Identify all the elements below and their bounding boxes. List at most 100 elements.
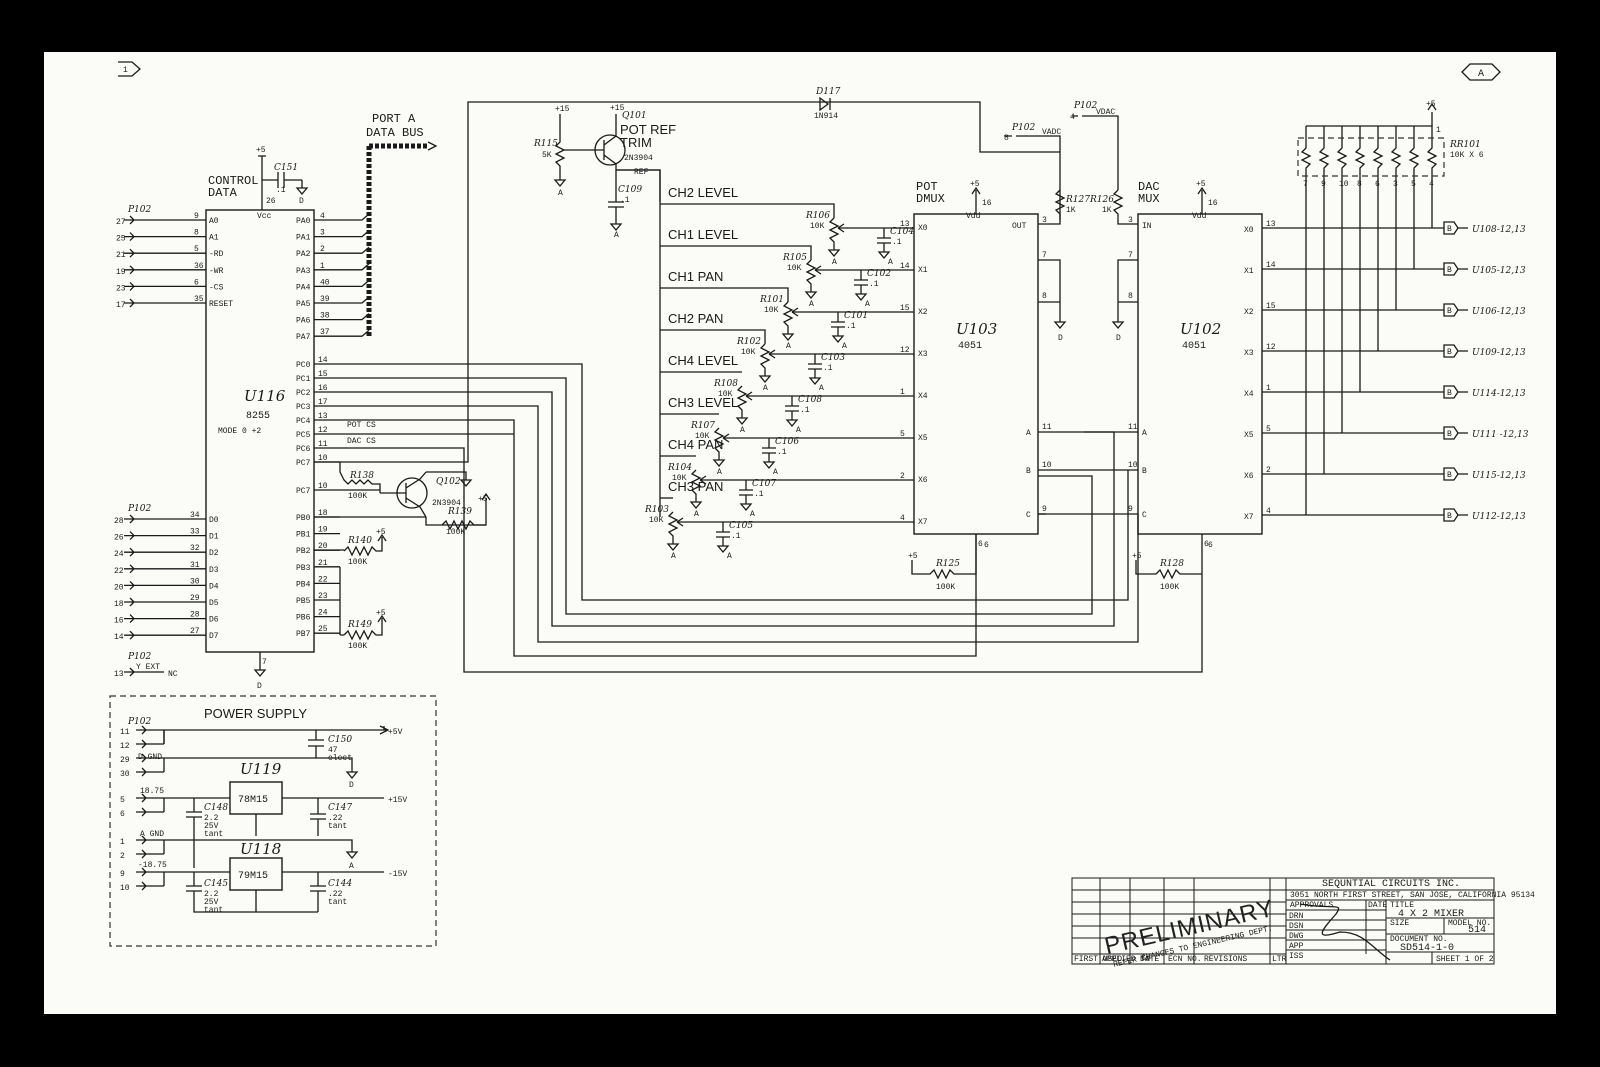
chip-pin-number: 36: [194, 262, 204, 271]
ground-label: A: [819, 384, 824, 393]
svg-text:2N3904: 2N3904: [432, 499, 461, 508]
ground-label: A: [763, 384, 768, 393]
wiper-wire: [837, 223, 914, 233]
chip-pin-number: 33: [190, 528, 200, 537]
svg-text:RR101: RR101: [1449, 140, 1481, 150]
buffer-marker: B: [1447, 307, 1452, 316]
pin-name: X1: [1244, 267, 1254, 276]
ground-label: A: [671, 552, 676, 561]
chip-pin-number: 35: [194, 295, 204, 304]
buffer-marker: B: [1447, 389, 1452, 398]
chip-pin-number: 1: [320, 262, 325, 271]
ps-input-wire: [136, 807, 164, 817]
chip-pin-number: 34: [190, 511, 200, 520]
svg-text:+5: +5: [908, 552, 918, 561]
chip-pin-number: 3: [320, 229, 325, 238]
chip-pin-number: 18: [318, 509, 328, 518]
dac-destination-label: U112-12,13: [1472, 512, 1526, 522]
r138-resistor: R138 100K: [314, 461, 381, 501]
r139-resistor: R139 100K +5: [314, 492, 491, 537]
pin-name: PB3: [296, 564, 311, 573]
y-ext-label: Y EXT: [136, 663, 160, 672]
chip-pin-number: 25: [318, 625, 328, 634]
svg-text:POWER SUPPLY: POWER SUPPLY: [204, 706, 307, 721]
vadc-vdac-network: P102 VADC 8 P102 VDAC 4 R127 1K R126 1K …: [1004, 101, 1138, 225]
pin-name: X6: [918, 476, 928, 485]
connector-pin-number: 27: [116, 218, 126, 227]
pot-resistor-label: R101: [759, 295, 784, 305]
c151-capacitor: C151 .1 +5 D: [256, 146, 309, 210]
ground-label: D: [1116, 334, 1121, 343]
svg-text:1K: 1K: [1066, 206, 1076, 215]
dac-destination-label: U106-12,13: [1472, 307, 1526, 317]
pin-name: X0: [1244, 226, 1254, 235]
svg-text:.22: .22: [328, 814, 343, 823]
pin-name: PA0: [296, 217, 311, 226]
connector-pin-number: 24: [114, 550, 124, 559]
svg-text:78M15: 78M15: [238, 795, 268, 806]
ground-label: A: [796, 426, 801, 435]
chip-pin-number: 23: [318, 592, 328, 601]
pin-name: A: [1026, 429, 1031, 438]
svg-text:1: 1: [123, 66, 128, 75]
svg-text:Vdd: Vdd: [966, 212, 981, 221]
pin-name: D4: [209, 582, 219, 591]
svg-text:+5: +5: [970, 180, 980, 189]
channel-label: CH3 LEVEL: [668, 395, 738, 410]
chip-pin-number: 8: [194, 229, 199, 238]
pot-resistor-value: 10K: [672, 474, 687, 483]
svg-text:+5: +5: [1132, 552, 1142, 561]
u102-pin78-wire: [1111, 259, 1138, 330]
svg-text:18.75: 18.75: [140, 787, 164, 796]
pin-name: C: [1142, 511, 1147, 520]
ground-label: A: [773, 468, 778, 477]
connector-pin-number: 10: [120, 884, 130, 893]
pot-resistor-value: 10K: [718, 390, 733, 399]
dac-destination-label: U108-12,13: [1472, 225, 1526, 235]
chip-pin-number: 21: [318, 559, 328, 568]
signature-scribble: [1299, 903, 1391, 961]
svg-text:C147: C147: [328, 803, 352, 813]
wiper-wire: [791, 307, 914, 317]
svg-text:16: 16: [982, 199, 992, 208]
capacitor-value: .1: [800, 406, 810, 415]
dac-output-wire: [1262, 262, 1468, 276]
dac-destination-label: U114-12,13: [1472, 389, 1526, 399]
pot-resistor: [781, 301, 795, 342]
pa-bus-wire: [314, 313, 370, 321]
svg-text:FIRST USED: FIRST USED: [1074, 955, 1122, 964]
svg-text:P102: P102: [127, 717, 152, 727]
connector-pin-number: 28: [114, 517, 124, 526]
nc-label: NC: [168, 670, 178, 679]
cs-resistors: +5 R125 100K +5 R128 100K 6 6: [908, 534, 1213, 592]
channel-label: CH4 PAN: [668, 437, 723, 452]
filter-capacitor: [808, 354, 822, 386]
svg-text:U119: U119: [240, 760, 282, 778]
svg-text:100K: 100K: [348, 492, 367, 501]
svg-text:Q102: Q102: [436, 477, 461, 487]
svg-text:.1: .1: [620, 196, 630, 205]
chip-pin-number: 12: [318, 426, 328, 435]
capacitor-value: .1: [754, 490, 764, 499]
connector-pin-number: 23: [116, 284, 126, 293]
filter-capacitor: [762, 438, 776, 470]
u116-addr-pin-wire: [124, 281, 206, 291]
filter-capacitor: [716, 522, 730, 554]
title-block-row-label: ISS: [1289, 952, 1304, 961]
svg-text:VDAC: VDAC: [1096, 108, 1115, 117]
pot-feed-wire: [660, 329, 766, 344]
ground-label: A: [865, 300, 870, 309]
svg-text:+15V: +15V: [388, 796, 407, 805]
rr101-element: [1372, 126, 1384, 176]
chip-pin-number: 16: [318, 384, 328, 393]
connector-pin-number: 11: [120, 728, 130, 737]
pin-name: X0: [918, 224, 928, 233]
u116-data-pin-wire: [124, 597, 206, 607]
connector-p102-label: P102: [127, 652, 152, 662]
channel-label: CH2 LEVEL: [668, 185, 738, 200]
pin-name: PA2: [296, 250, 311, 259]
